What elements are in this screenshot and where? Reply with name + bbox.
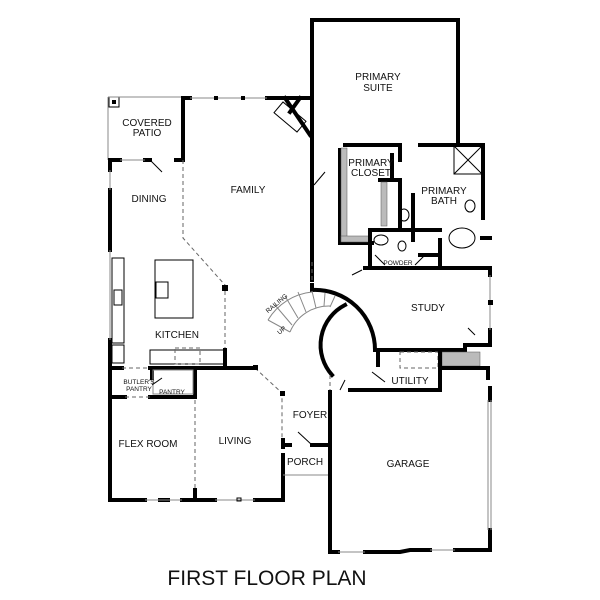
room-label-foyer: FOYER [293, 410, 327, 421]
room-label-family: FAMILY [231, 185, 266, 196]
room-label-garage: GARAGE [387, 459, 430, 470]
room-label-utility: UTILITY [391, 376, 429, 387]
room-label-porch: PORCH [287, 457, 323, 468]
kitchen-island [154, 259, 194, 319]
room-label-study: STUDY [411, 303, 445, 314]
room-label-flex-room: FLEX ROOM [119, 439, 178, 450]
room-label-powder: POWDER [383, 260, 413, 267]
stair-up-label: UP [276, 325, 287, 336]
room-label-pantry: PANTRY [159, 389, 185, 396]
plan-title: FIRST FLOOR PLAN [167, 567, 366, 590]
room-label-dining: DINING [132, 194, 167, 205]
walls [107, 18, 493, 554]
room-label-living: LIVING [219, 436, 252, 447]
room-label-kitchen: KITCHEN [155, 330, 199, 341]
stair-railing-label: RAILING [265, 293, 289, 315]
